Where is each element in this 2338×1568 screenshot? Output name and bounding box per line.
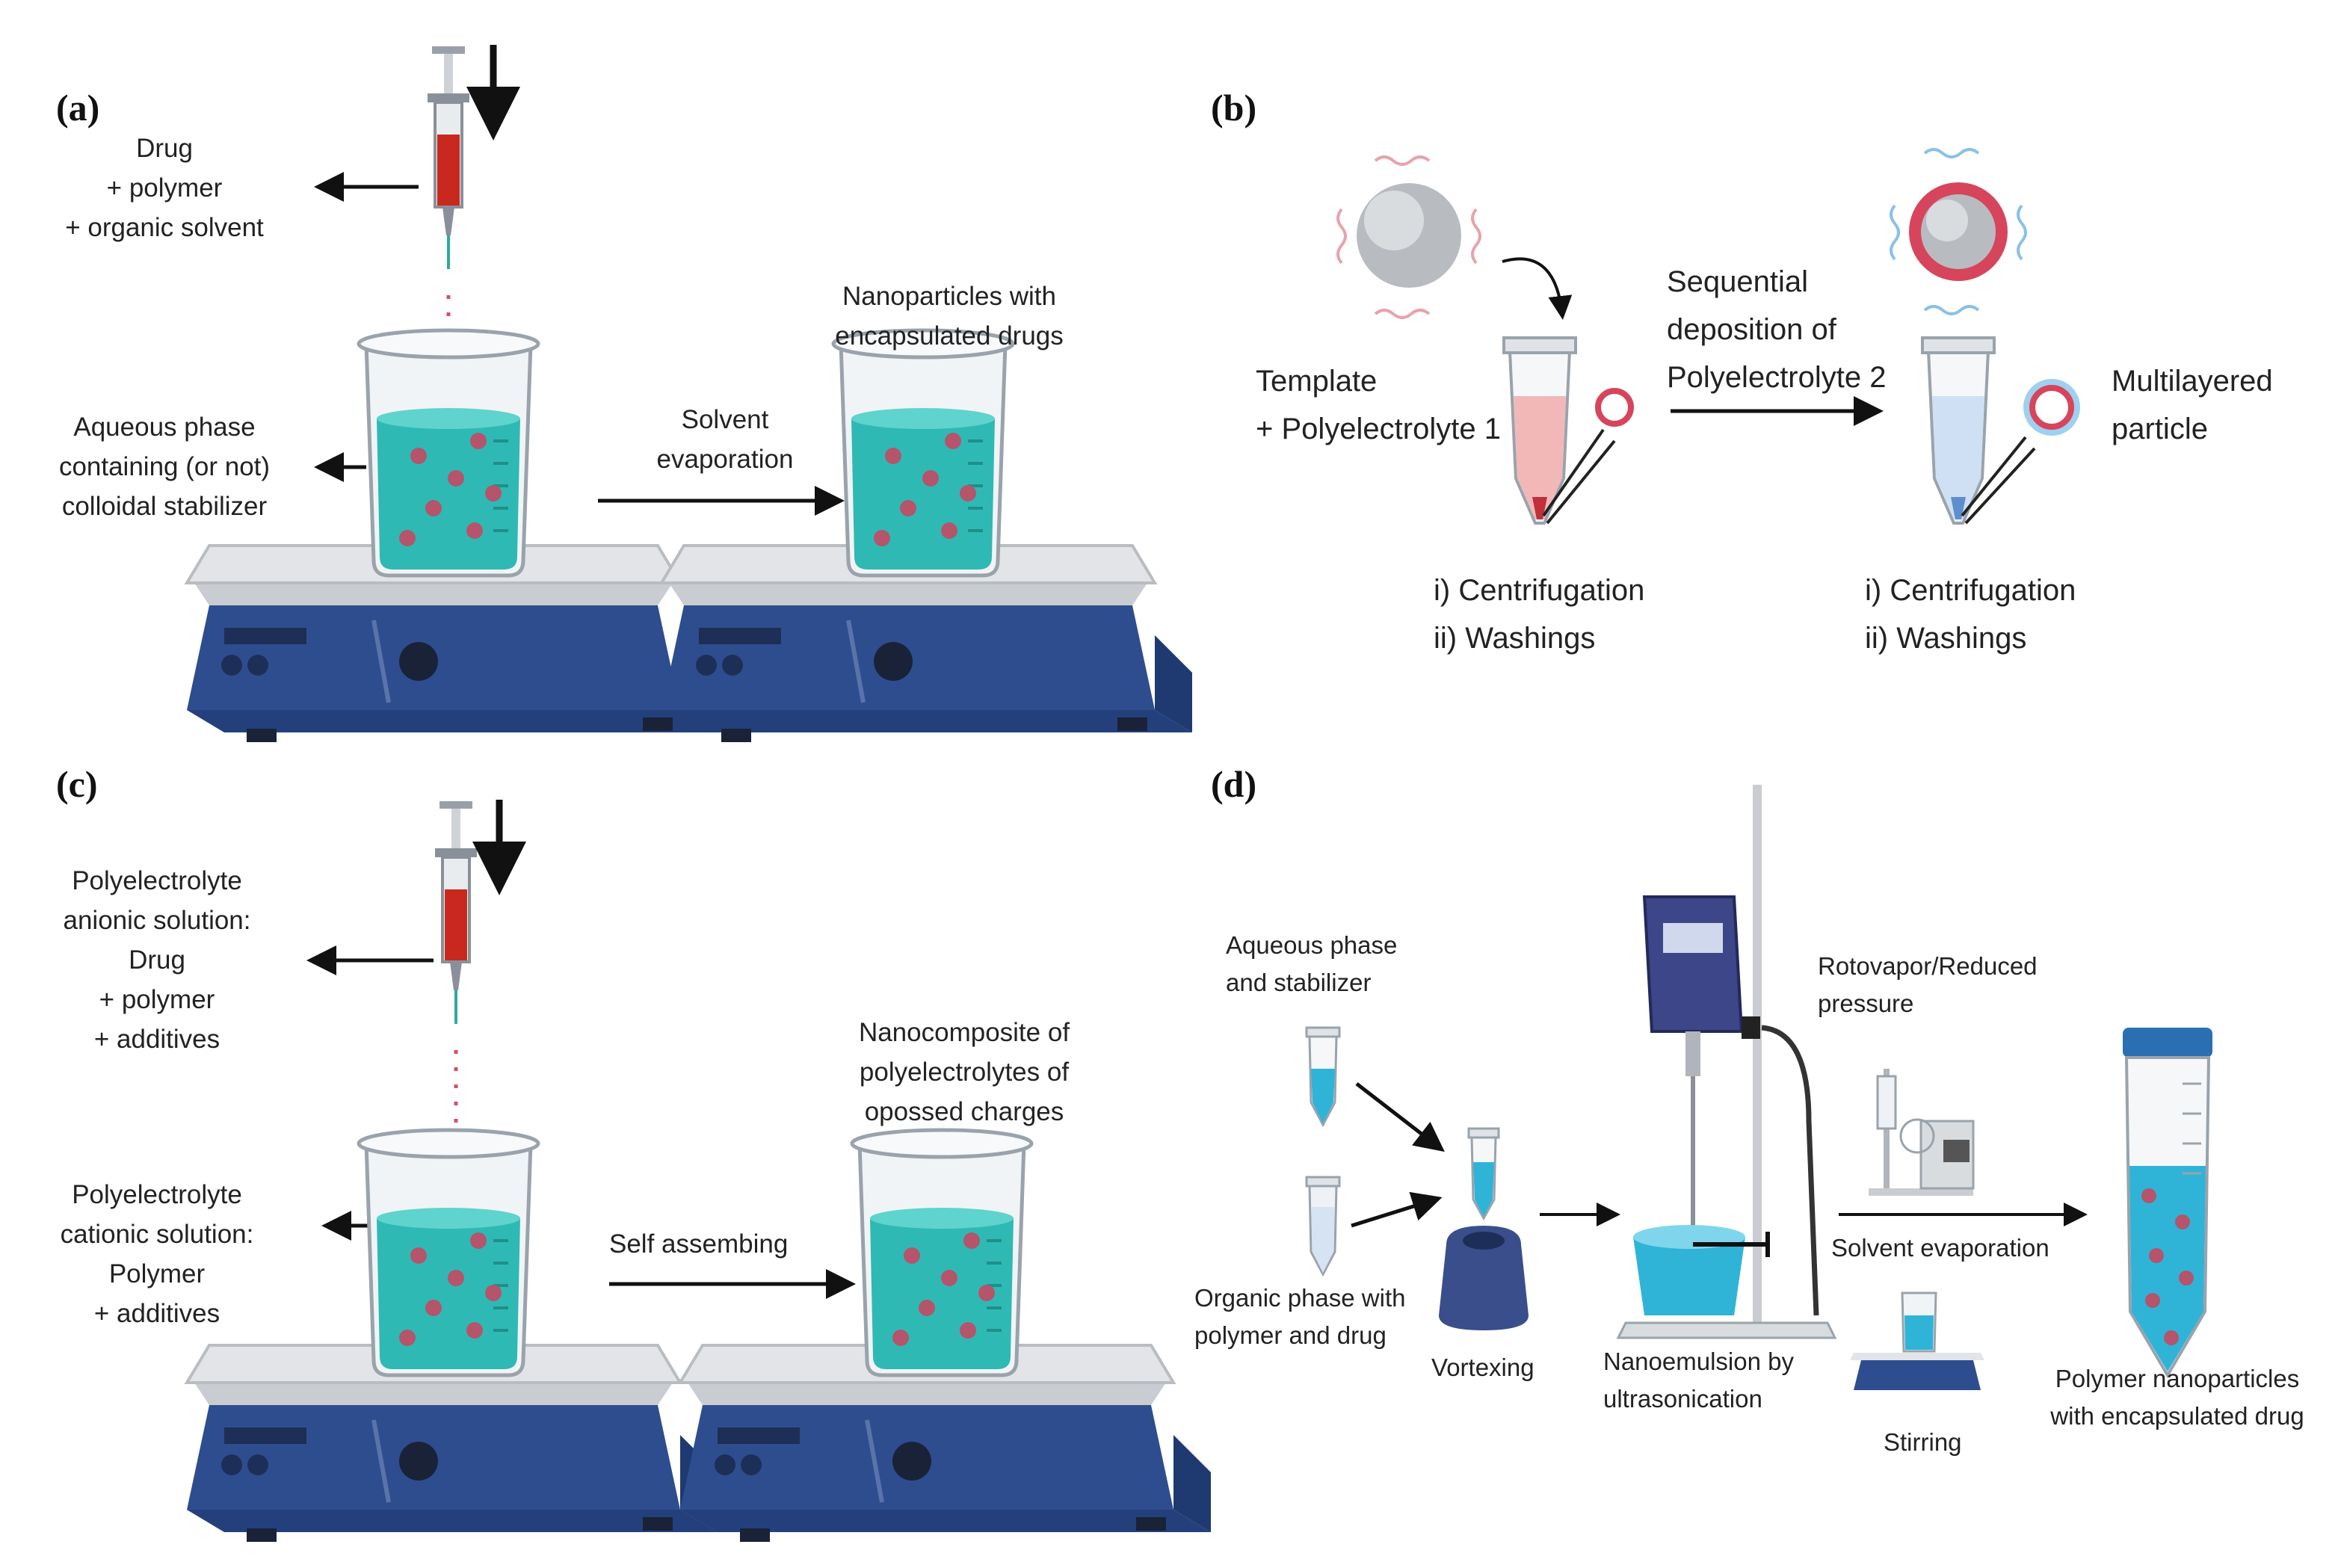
solvent-evaporation-label: Solvent evaporation: [1831, 1234, 2049, 1262]
drug-polymer-solvent-label: Drug+ polymer+ organic solvent: [65, 134, 264, 242]
vortexing-label: Vortexing: [1431, 1354, 1534, 1381]
panel-d-drawing: [1305, 785, 2212, 1390]
panel-label-a: (a): [56, 87, 100, 129]
panel-b-drawing: [1336, 148, 2080, 525]
panel-label-d: (d): [1211, 763, 1257, 805]
panel-a-drawing: [187, 45, 1192, 742]
stirring-label: Stirring: [1884, 1428, 1962, 1456]
panel-c-drawing: [187, 800, 1211, 1542]
self-assembling-step-label: Self assembing: [609, 1229, 789, 1259]
panel-label-b: (b): [1211, 87, 1257, 129]
panel-label-c: (c): [56, 763, 98, 805]
template-polyelectrolyte-label: Template+ Polyelectrolyte 1: [1256, 365, 1501, 445]
